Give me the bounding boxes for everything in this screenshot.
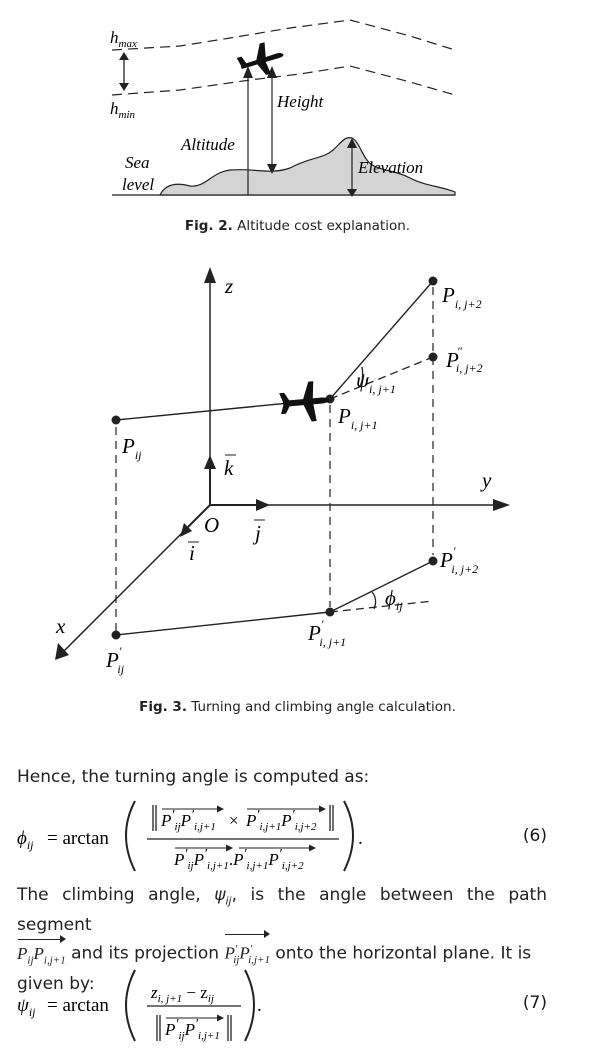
svg-text:P′ijP′i,j+1.P′i,j+1P′i,j+2: P′ijP′i,j+1.P′i,j+1P′i,j+2: [173, 847, 304, 872]
elevation-arrow-head-down: [347, 189, 357, 197]
eq7-fn: = arctan: [47, 995, 109, 1016]
elevation-arrow-head-up: [347, 138, 357, 148]
phi-label: ϕij: [385, 586, 403, 613]
level-label: level: [122, 175, 154, 194]
eq6-right-paren: [343, 800, 354, 872]
x-axis-label: x: [55, 614, 66, 638]
range-arrow-head-down: [119, 83, 129, 91]
psi-angle-arc: [359, 366, 364, 387]
airplane-icon: [279, 381, 330, 422]
i-vector: [187, 504, 211, 528]
prij-label: P'ij: [105, 644, 125, 676]
prij1-label: P'i, j+1: [307, 617, 346, 649]
equation-6: ϕij = arctan P′ijP′i,j+1 × P′i,j+1P′i,j+…: [17, 795, 547, 875]
pij2-label: Pi, j+2: [441, 283, 482, 311]
equation-7-graphic: ψij = arctan zi, j+1 − zij P′ijP′i,j+1 .: [17, 969, 262, 1042]
i-vector-head: [180, 523, 192, 537]
hmin-dashed-line: [111, 65, 456, 96]
segment-prij1-extension: [329, 600, 434, 613]
pij-label: Pij: [121, 434, 142, 462]
altitude-arrow-head: [243, 66, 253, 78]
paragraph-climbing-line3: given by:: [17, 974, 95, 995]
j-label: j: [252, 521, 261, 545]
fig3-caption-num: Fig. 3.: [139, 699, 187, 715]
y-axis-label: y: [480, 468, 492, 492]
z-axis-head: [204, 267, 216, 283]
svg-text:zi, j+1 − zij: zi, j+1 − zij: [150, 983, 214, 1005]
paragraph-climbing: The climbing angle, ψij, is the angle be…: [17, 883, 547, 996]
elevation-label: Elevation: [357, 158, 423, 177]
eq7-lhs: ψij: [17, 995, 36, 1019]
fig2-caption-text: Altitude cost explanation.: [237, 218, 411, 234]
fig2-diagram: hmax hmin Height Altitude Sea level Elev…: [110, 19, 456, 197]
segment-prij-prij1: [115, 611, 331, 636]
svg-text:.: .: [257, 995, 262, 1016]
fig3-caption: Fig. 3. Turning and climbing angle calcu…: [0, 699, 595, 715]
segment-pij1-pij2: [329, 280, 434, 400]
k-label: k: [224, 456, 234, 480]
eq7-left-paren: [125, 969, 136, 1042]
paragraph-climbing-line1: The climbing angle, ψij, is the angle be…: [17, 885, 547, 936]
fig3-diagram: z y x O k j i Pij Pi, j+1 Pi, j+2 P"i, j…: [55, 267, 510, 676]
pij1-label: Pi, j+1: [337, 404, 378, 432]
hmax-dashed-line: [111, 19, 456, 51]
height-arrow-head-down: [267, 164, 277, 174]
svg-text:.: .: [358, 828, 363, 849]
height-label: Height: [276, 92, 325, 111]
eq6-lhs: ϕij: [17, 828, 34, 852]
eq6-fn: = arctan: [47, 828, 109, 849]
z-axis-label: z: [224, 274, 233, 298]
eq7-right-paren: [244, 969, 255, 1042]
p2-psi: ψ: [214, 885, 226, 905]
segment-pij1-ppij2: [329, 356, 434, 400]
paragraph-turning: Hence, the turning angle is computed as:: [17, 767, 370, 787]
psi-label: ψi, j+1: [356, 368, 396, 396]
segment-prij1-prij2: [329, 560, 434, 613]
fig2-caption-num: Fig. 2.: [184, 218, 233, 234]
prij2-label: P'i, j+2: [439, 544, 478, 576]
svg-text:P′i,j+1P′i,j+2: P′i,j+1P′i,j+2: [245, 808, 317, 833]
range-arrow-head-up: [119, 52, 129, 60]
sea-label: Sea: [125, 153, 150, 172]
height-arrow-head-up: [267, 66, 277, 78]
hmax-label: hmax: [110, 28, 137, 50]
fig2-caption: Fig. 2. Altitude cost explanation.: [0, 218, 595, 234]
svg-text:×: ×: [229, 811, 239, 830]
equation-7-number: (7): [522, 993, 547, 1013]
hmin-label: hmin: [110, 99, 136, 121]
airplane-icon: [236, 42, 284, 75]
equation-6-number: (6): [522, 826, 547, 846]
phi-angle-arc: [371, 591, 377, 610]
origin-label: O: [204, 513, 219, 537]
equation-7: ψij = arctan zi, j+1 − zij P′ijP′i,j+1 .…: [17, 965, 547, 1045]
svg-text:P′ijP′i,j+1: P′ijP′i,j+1: [164, 1017, 220, 1042]
svg-text:P′ijP′i,j+1: P′ijP′i,j+1: [160, 808, 216, 833]
i-label: i: [189, 541, 195, 565]
y-axis-head: [493, 499, 510, 511]
j-vector-head: [256, 499, 270, 511]
paragraph-climbing-line2: PijPi,j+1 and its projection P′ijP′i,j+1…: [17, 930, 547, 972]
altitude-label: Altitude: [180, 135, 235, 154]
fig3-caption-text: Turning and climbing angle calculation.: [191, 699, 456, 715]
ppij2-label: P"i, j+2: [445, 344, 483, 375]
terrain-shape: [159, 137, 456, 196]
x-axis-head: [55, 643, 69, 660]
eq6-left-paren: [125, 800, 136, 872]
equation-6-graphic: ϕij = arctan P′ijP′i,j+1 × P′i,j+1P′i,j+…: [17, 800, 363, 872]
k-vector-head: [204, 455, 216, 469]
